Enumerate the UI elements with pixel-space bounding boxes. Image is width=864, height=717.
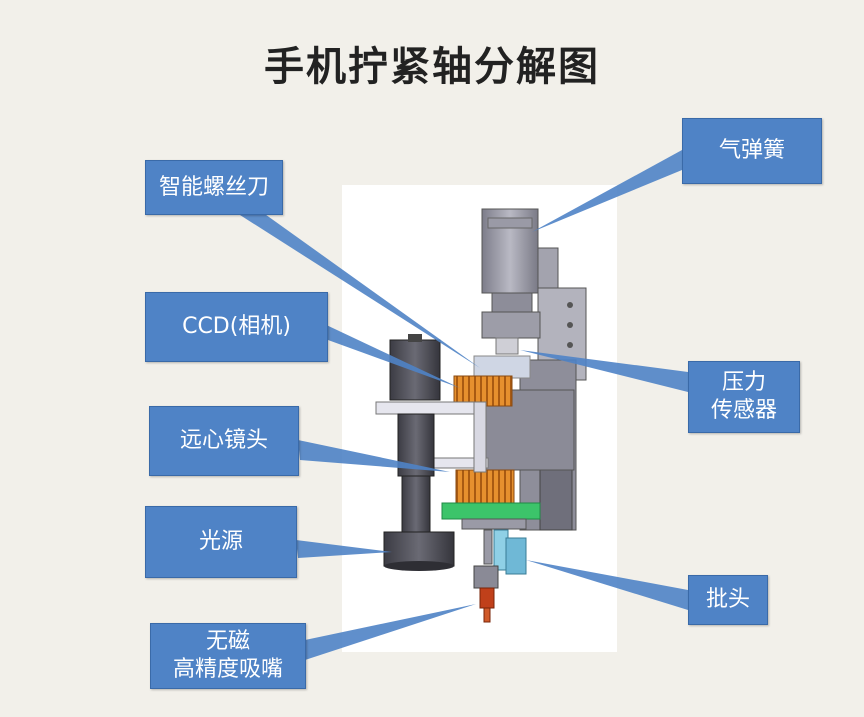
label-nozzle: 无磁 高精度吸嘴 [150,623,306,689]
leader-lines [240,150,688,660]
label-text-line2: 高精度吸嘴 [172,657,283,682]
label-text: 智能螺丝刀 [158,174,269,200]
green-bracket [441,502,541,520]
label-ccd-camera: CCD(相机) [145,292,328,362]
page-title: 手机拧紧轴分解图 [264,44,600,90]
label-screwdriver-bit: 批头 [688,575,768,625]
label-text-line1: 压力 [721,370,766,395]
lens-barrel [401,475,431,533]
label-text: 气弹簧 [718,138,785,163]
lens-bracket [375,401,489,473]
bracket-plate [461,518,527,530]
label-text-line2: 传感器 [710,398,777,423]
label-air-spring: 气弹簧 [682,118,822,184]
label-text: 光源 [198,529,243,554]
label-light-source: 光源 [145,506,297,578]
pressure-sensor-part [481,311,541,355]
air-spring-part [481,208,559,314]
screwdriver-bit-part [483,529,527,575]
label-text: 批头 [705,587,750,612]
smart-screwdriver-motor [453,355,531,505]
label-text-line1: 无磁 [205,629,250,654]
light-source-part [383,531,455,571]
label-text: 远心镜头 [179,428,268,453]
label-text: CCD(相机) [182,314,291,339]
nozzle-part [473,565,499,623]
label-telecentric-lens: 远心镜头 [149,406,299,476]
label-pressure-sensor: 压力 传感器 [688,361,800,433]
label-smart-screwdriver: 智能螺丝刀 [145,160,283,215]
